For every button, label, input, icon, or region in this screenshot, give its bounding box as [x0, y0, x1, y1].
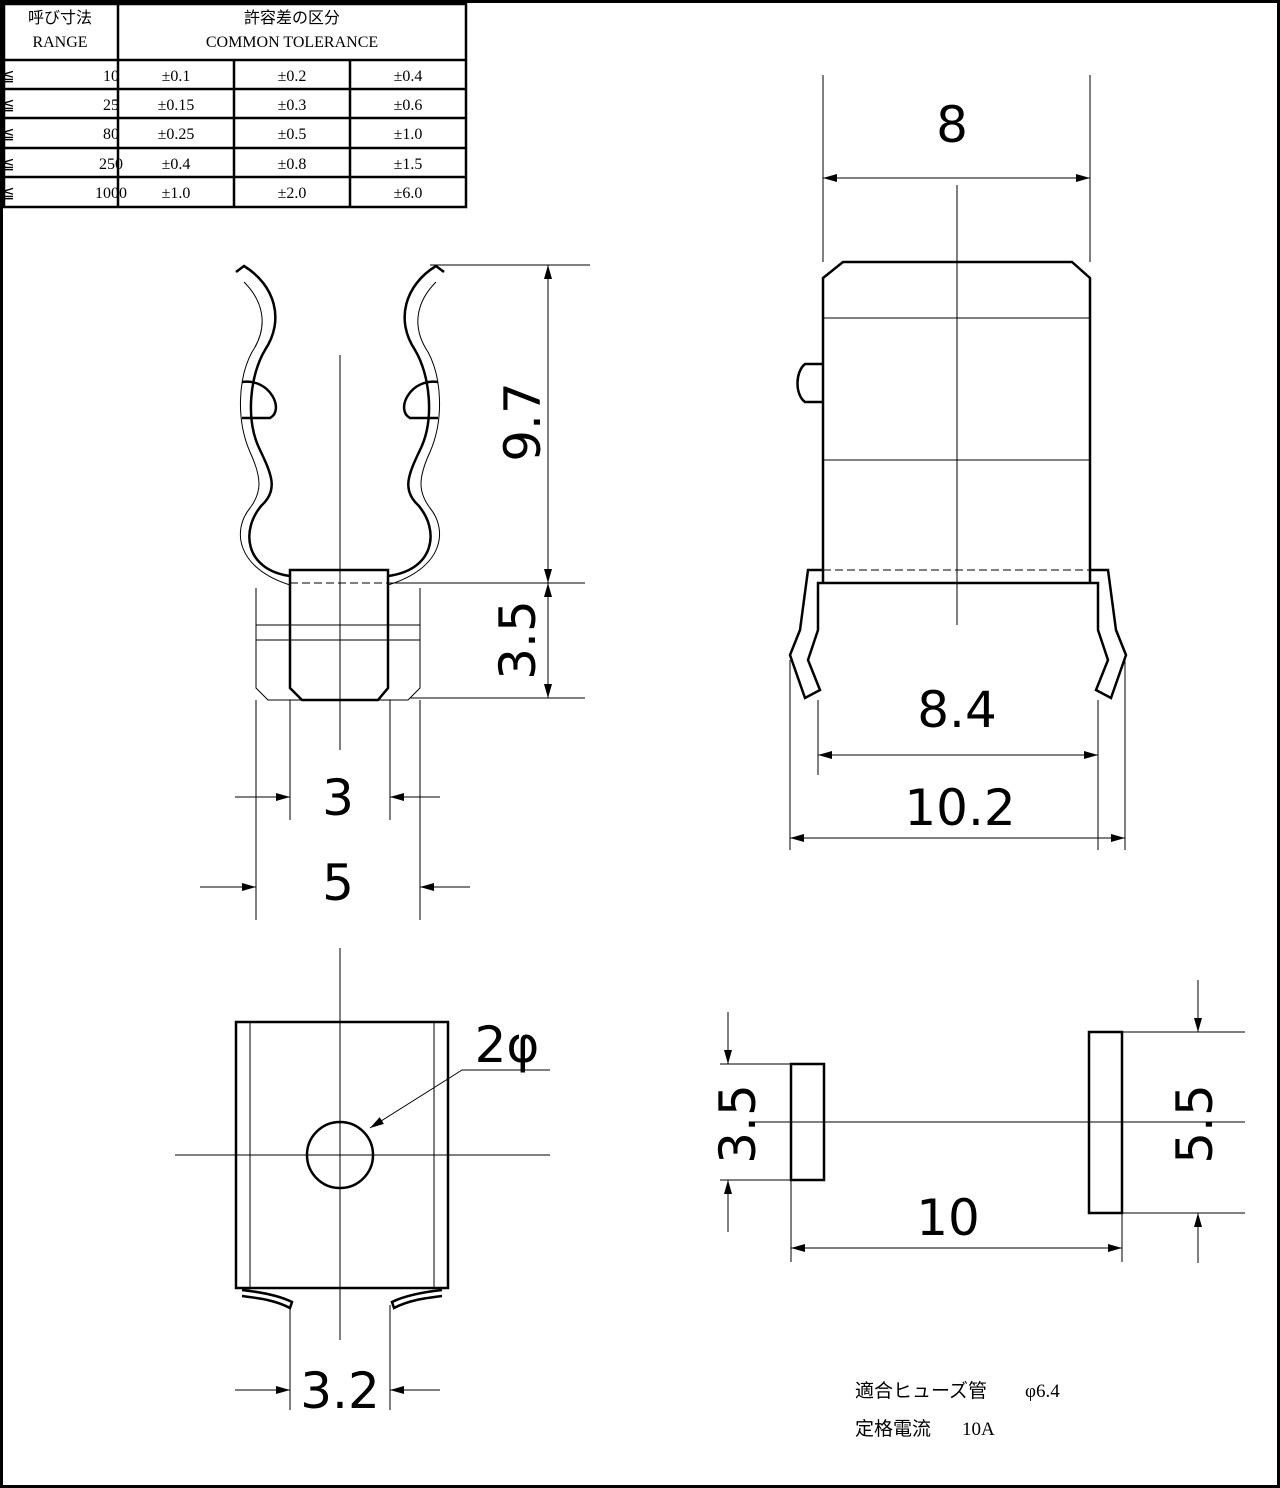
tolerance-header-jp: 許容差の区分 — [244, 9, 340, 27]
table-cell-sym: ≦ — [1, 156, 14, 173]
table-cell-t3: ±0.6 — [394, 97, 423, 114]
table-cell-t2: ±0.2 — [278, 68, 307, 85]
table-cell-t2: ±0.8 — [278, 156, 307, 173]
dim-pad-spacing: 10 — [916, 1189, 980, 1247]
pad-layout-view: 3.5 5.5 10 — [709, 980, 1245, 1263]
front-view: 9.7 3.5 3 5 — [200, 264, 590, 920]
side-view: 8 8.4 10.2 — [788, 75, 1128, 850]
dim-front-inner-width: 3 — [322, 769, 354, 827]
tolerance-header-en: COMMON TOLERANCE — [206, 34, 378, 51]
dim-front-base-height: 3.5 — [489, 600, 547, 680]
table-cell-sym: ≦ — [1, 68, 14, 85]
table-cell-t1: ±1.0 — [162, 185, 191, 202]
table-cell-t3: ±1.5 — [394, 156, 423, 173]
table-cell-range: 250 — [99, 156, 123, 173]
dim-pad-left-height: 3.5 — [709, 1084, 767, 1164]
dim-side-top-width: 8 — [936, 96, 968, 154]
table-cell-sym: ≦ — [1, 185, 14, 202]
fuse-value: φ6.4 — [1025, 1381, 1060, 1402]
notes: 適合ヒューズ管 φ6.4 定格電流 10A — [855, 1380, 1060, 1440]
dim-side-outer-width: 10.2 — [904, 779, 1015, 837]
dim-bottom-hole: 2φ — [475, 1016, 540, 1074]
dim-front-outer-width: 5 — [322, 854, 354, 912]
table-cell-t1: ±0.25 — [158, 126, 195, 143]
table-cell-sym: ≦ — [1, 97, 14, 114]
table-cell-t2: ±0.3 — [278, 97, 307, 114]
table-cell-t3: ±6.0 — [394, 185, 423, 202]
current-label: 定格電流 — [855, 1418, 931, 1440]
table-cell-range: 25 — [103, 97, 119, 114]
table-cell-t1: ±0.1 — [162, 68, 191, 85]
table-cell-t1: ±0.4 — [162, 156, 191, 173]
table-cell-range: 80 — [103, 126, 119, 143]
tolerance-table: 呼び寸法 RANGE 許容差の区分 COMMON TOLERANCE ≦ 10 ±0… — [1, 2, 468, 209]
range-header-en: RANGE — [32, 34, 87, 51]
table-cell-t1: ±0.15 — [158, 97, 195, 114]
dim-front-height: 9.7 — [494, 382, 552, 462]
fuse-label: 適合ヒューズ管 — [855, 1380, 987, 1402]
dim-bottom-slot-width: 3.2 — [300, 1362, 380, 1420]
dim-side-inner-width: 8.4 — [917, 681, 997, 739]
range-header-jp: 呼び寸法 — [28, 9, 92, 27]
table-cell-range: 10 — [103, 68, 119, 85]
bottom-view: 2φ 3.2 — [175, 948, 550, 1420]
table-cell-range: 1000 — [95, 185, 127, 202]
dim-pad-right-height: 5.5 — [1166, 1084, 1224, 1164]
table-cell-t2: ±0.5 — [278, 126, 307, 143]
current-value: 10A — [962, 1419, 995, 1440]
table-cell-t3: ±1.0 — [394, 126, 423, 143]
table-cell-t2: ±2.0 — [278, 185, 307, 202]
table-cell-t3: ±0.4 — [394, 68, 423, 85]
table-cell-sym: ≦ — [1, 126, 14, 143]
